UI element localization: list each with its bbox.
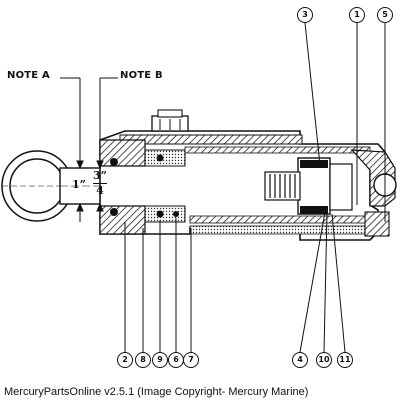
callout-1: 1: [349, 7, 365, 23]
top-fitting: [151, 109, 189, 132]
callout-5: 5: [377, 7, 393, 23]
dimension-lines: [60, 77, 118, 222]
callout-10: 10: [316, 352, 332, 368]
callout-2: 2: [117, 352, 133, 368]
rod-diameter-dimension: 1”: [72, 178, 86, 191]
fraction-numerator: 3”: [93, 169, 107, 182]
note-a-label: NOTE A: [7, 70, 50, 81]
callout-6: 6: [168, 352, 184, 368]
callout-8: 8: [135, 352, 151, 368]
leader-lines: [124, 22, 386, 353]
fraction-bar: [93, 183, 107, 184]
copyright-caption: MercuryPartsOnline v2.5.1 (Image Copyrig…: [4, 386, 309, 398]
piston: [264, 157, 353, 215]
callout-9: 9: [152, 352, 168, 368]
callout-7: 7: [183, 352, 199, 368]
note-b-label: NOTE B: [120, 70, 163, 81]
callout-3: 3: [297, 7, 313, 23]
callout-11: 11: [337, 352, 353, 368]
fraction-denominator: 4: [96, 184, 104, 197]
gland-assembly: [99, 139, 186, 235]
callout-4: 4: [292, 352, 308, 368]
cylinder-cross-section-diagram: [1, 22, 397, 353]
fraction-dimension: 3” 4: [93, 170, 107, 197]
